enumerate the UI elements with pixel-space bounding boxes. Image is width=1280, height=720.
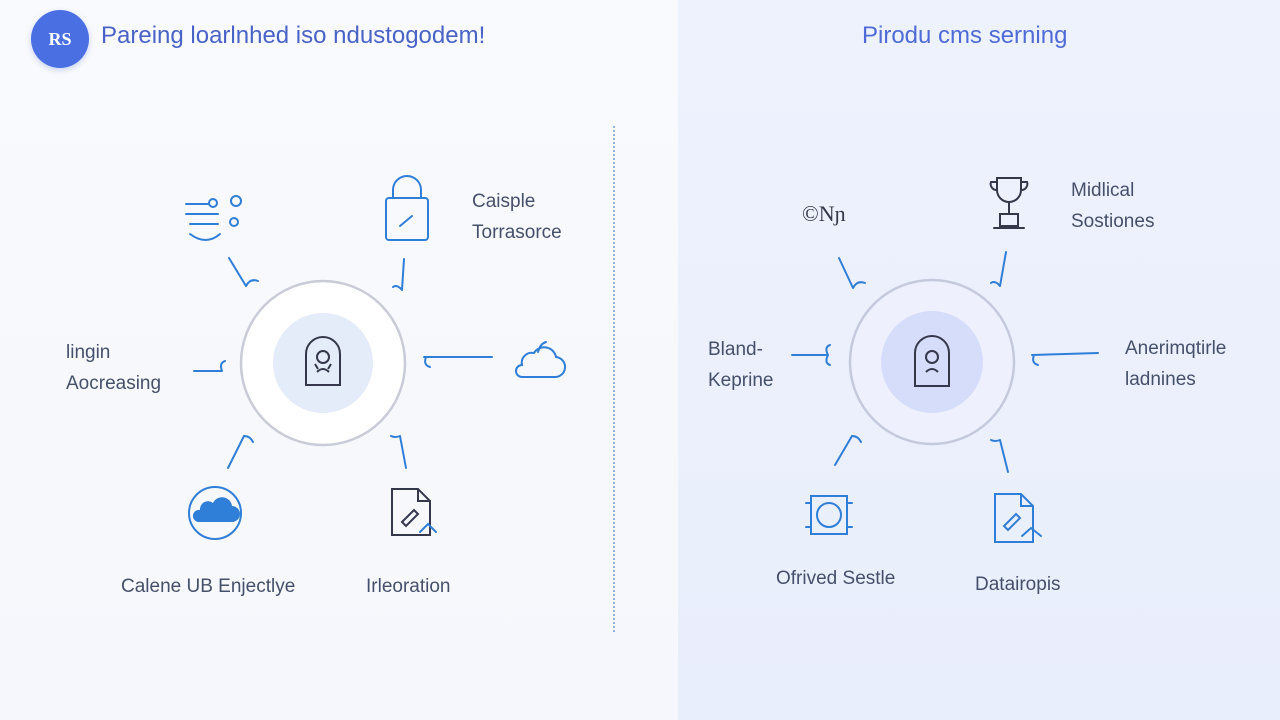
document-chart-icon (994, 493, 1042, 543)
connector-left (193, 360, 226, 372)
connector-r-right (1031, 352, 1099, 366)
right-panel-title: Pirodu cms serning (862, 22, 1068, 49)
connector-bottom-left (227, 435, 254, 469)
connector-r-left (791, 344, 831, 366)
document-edit-icon (391, 488, 437, 536)
right-hub-lock-icon (914, 335, 950, 387)
left-icons (185, 175, 566, 540)
connector-r-bottom-left (834, 435, 862, 466)
label-bottom-left-right: Ofrived Sestle (776, 568, 896, 589)
right-icons (805, 177, 1042, 543)
glyph-top-left-right: ©Nɲ (802, 201, 846, 226)
connector-top-left (228, 257, 259, 287)
label-bottom-right-right: Datairopis (975, 574, 1061, 595)
label-mid-left-right: Bland- Keprine (708, 339, 774, 391)
connector-top-right (392, 258, 405, 291)
label-bottom-right-left: Irleoration (366, 576, 451, 597)
padlock-icon (385, 175, 429, 241)
left-hub-lock-icon (305, 336, 341, 386)
right-hub (848, 278, 1016, 446)
left-connectors (193, 257, 493, 469)
cloud-apple-icon (515, 341, 566, 379)
label-bottom-left-left: Calene UB Enjectlye (121, 576, 296, 597)
left-panel-title: Pareing loarlnhed iso ndustogodem! (101, 22, 486, 49)
right-connectors (791, 251, 1099, 473)
trophy-icon (989, 177, 1029, 229)
panel-divider (613, 126, 615, 632)
label-top-right-left: Caisple Torrasorce (472, 191, 562, 243)
label-mid-left-left: lingin Aocreasing (66, 342, 162, 394)
label-top-right-right: Midlical Sostiones (1071, 180, 1155, 232)
data-flow-icon (185, 195, 242, 241)
connector-right (423, 356, 493, 368)
gear-badge-icon (805, 495, 853, 535)
logo-badge: RS (31, 10, 89, 68)
label-mid-right-right: Anerimqtirle ladnines (1125, 338, 1227, 390)
connector-r-top-right (990, 251, 1007, 287)
left-hub (239, 279, 407, 447)
connector-bottom-right (390, 435, 407, 469)
connector-r-bottom-right (990, 439, 1009, 473)
cloud-circle-icon (188, 486, 242, 540)
connector-r-top-left (838, 257, 866, 289)
